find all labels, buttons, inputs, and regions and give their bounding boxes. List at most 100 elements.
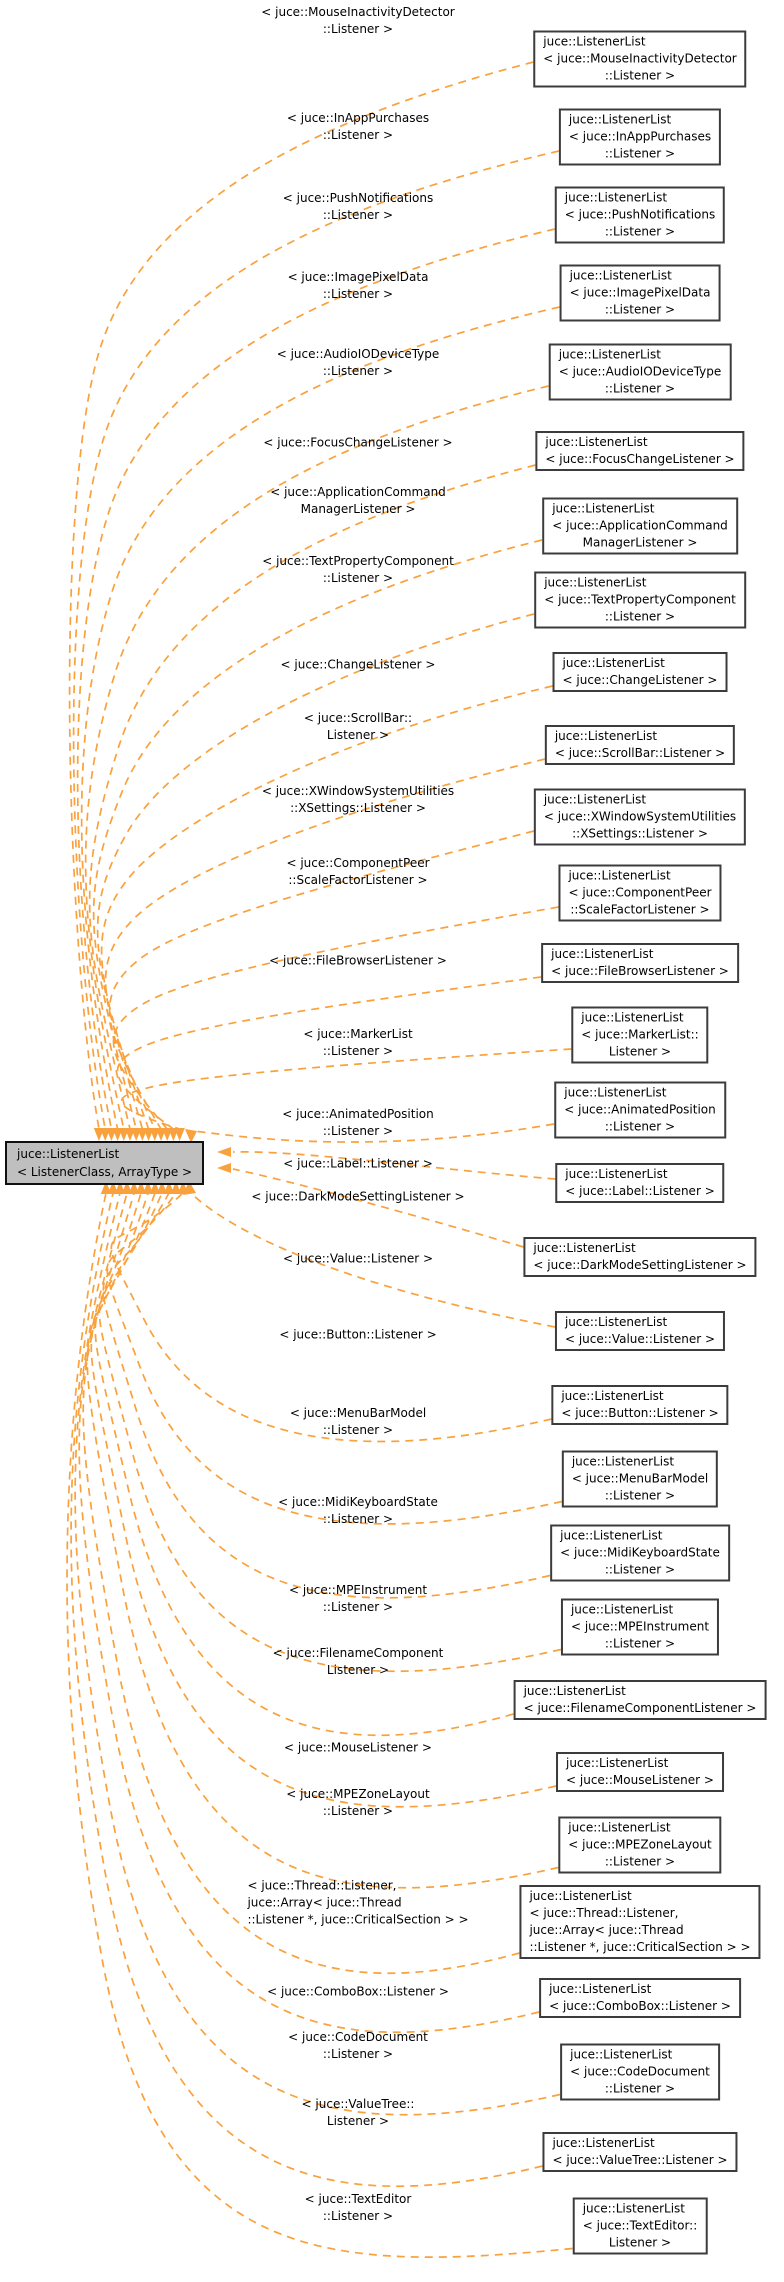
edge-template-args-label-line-1: < juce::ScrollBar:: bbox=[303, 711, 413, 725]
instantiation-node-line-2: < juce::AnimatedPosition bbox=[564, 1102, 716, 1117]
instantiation-node-line-1: juce::ListenerList bbox=[582, 2201, 685, 2216]
instantiation-node[interactable]: juce::ListenerList< juce::Thread::Listen… bbox=[519, 1885, 761, 1959]
edge-template-args-label-line-1: < juce::Thread::Listener, bbox=[247, 1878, 397, 1893]
template-relation-edge bbox=[74, 1192, 561, 2116]
instantiation-node[interactable]: juce::ListenerList< juce::MPEZoneLayout:… bbox=[558, 1816, 722, 1874]
instantiation-node-line-2: < juce::CodeDocument bbox=[570, 2064, 710, 2079]
instantiation-node[interactable]: juce::ListenerList< juce::Label::Listene… bbox=[555, 1163, 725, 1203]
template-relation-edge bbox=[78, 1192, 540, 2033]
instantiation-node-line-1: juce::ListenerList bbox=[549, 1982, 652, 1996]
instantiation-node-line-1: juce::ListenerList bbox=[568, 112, 672, 127]
instantiation-node-line-3: ::Listener > bbox=[604, 68, 676, 83]
instantiation-node[interactable]: juce::ListenerList< juce::MarkerList::Li… bbox=[571, 1006, 709, 1064]
instantiation-node[interactable]: juce::ListenerList< juce::MenuBarModel::… bbox=[561, 1450, 719, 1508]
instantiation-node[interactable]: juce::ListenerList< juce::Button::Listen… bbox=[551, 1385, 729, 1425]
edge-template-args-label: < juce::Label::Listener > bbox=[283, 1156, 432, 1173]
instantiation-node[interactable]: juce::ListenerList< juce::FileBrowserLis… bbox=[541, 943, 739, 983]
edge-template-args-label-line-1: < juce::InAppPurchases bbox=[286, 111, 430, 125]
edge-template-args-label: < juce::CodeDocument::Listener > bbox=[288, 2029, 428, 2063]
edge-template-args-label-line-1: < juce::FileBrowserListener > bbox=[269, 953, 447, 968]
edge-template-args-label-line-2: ManagerListener > bbox=[300, 502, 416, 516]
instantiation-node-line-2: < juce::MouseInactivityDetector bbox=[543, 51, 737, 66]
instantiation-node[interactable]: juce::ListenerList< juce::FilenameCompon… bbox=[513, 1680, 767, 1720]
instantiation-node[interactable]: juce::ListenerList< juce::MouseListener … bbox=[556, 1752, 724, 1792]
instantiation-node-line-3: ::Listener > bbox=[604, 1636, 676, 1651]
instantiation-node[interactable]: juce::ListenerList< juce::ComponentPeer:… bbox=[558, 864, 722, 922]
instantiation-node[interactable]: juce::ListenerList< juce::MidiKeyboardSt… bbox=[550, 1524, 730, 1582]
edge-template-args-label-line-1: < juce::MouseInactivityDetector bbox=[261, 5, 455, 19]
center-node-line-2: < ListenerClass, ArrayType > bbox=[17, 1165, 193, 1179]
edge-template-args-label-line-1: < juce::MPEZoneLayout bbox=[286, 1787, 430, 1801]
instantiation-node[interactable]: juce::ListenerList< juce::MouseInactivit… bbox=[533, 30, 747, 88]
template-relation-edge bbox=[80, 306, 560, 1130]
instantiation-node-line-2: < juce::AudioIODeviceType bbox=[558, 364, 722, 379]
instantiation-node[interactable]: juce::ListenerList< juce::AudioIODeviceT… bbox=[548, 343, 732, 401]
instantiation-node[interactable]: juce::ListenerList< juce::FocusChangeLis… bbox=[535, 431, 745, 471]
edge-template-args-label-line-2: ::Listener > bbox=[322, 1124, 394, 1138]
edge-template-args-label-line-2: ::XSettings::Listener > bbox=[290, 801, 426, 815]
edge-template-args-label-line-1: < juce::MenuBarModel bbox=[289, 1406, 427, 1420]
instantiation-node-line-2: < juce::ChangeListener > bbox=[562, 673, 718, 687]
edge-template-args-label-line-1: < juce::FilenameComponent bbox=[272, 1646, 444, 1660]
instantiation-node-line-1: juce::ListenerList bbox=[552, 2136, 655, 2150]
instantiation-node[interactable]: juce::ListenerList< juce::ChangeListener… bbox=[552, 652, 728, 692]
template-relation-edge bbox=[94, 1192, 514, 1737]
edge-template-args-label-line-1: < juce::PushNotifications bbox=[282, 191, 434, 205]
edge-template-args-label: < juce::MPEInstrument::Listener > bbox=[289, 1582, 427, 1616]
edge-template-args-label-line-1: < juce::MouseListener > bbox=[284, 1740, 432, 1755]
edge-template-args-label-line-2: ::Listener > bbox=[322, 1044, 394, 1058]
instantiation-node-line-1: juce::ListenerList bbox=[543, 34, 646, 49]
edge-template-args-label-line-2: ::Listener > bbox=[322, 287, 394, 301]
instantiation-node[interactable]: juce::ListenerList< juce::ScrollBar::Lis… bbox=[544, 725, 736, 765]
instantiation-node[interactable]: juce::ListenerList< juce::TextPropertyCo… bbox=[534, 571, 746, 629]
instantiation-node[interactable]: juce::ListenerList< juce::PushNotificati… bbox=[554, 186, 726, 244]
instantiation-node-line-1: juce::ListenerList bbox=[565, 1167, 668, 1181]
instantiation-node-line-3: ::Listener > bbox=[604, 146, 676, 161]
instantiation-node-line-1: juce::ListenerList bbox=[552, 501, 655, 516]
edge-template-args-label: < juce::TextEditor::Listener > bbox=[305, 2191, 412, 2225]
instantiation-node[interactable]: juce::ListenerList< juce::TextEditor::Li… bbox=[572, 2197, 708, 2255]
edge-template-args-label-line-2: ::Listener > bbox=[322, 1512, 394, 1526]
edge-template-args-label: < juce::Thread::Listener,juce::Array< ju… bbox=[247, 1878, 468, 1929]
edge-template-args-label-line-2: ::Listener > bbox=[322, 208, 394, 222]
template-relation-edge bbox=[98, 1192, 562, 1673]
instantiation-node-line-1: juce::ListenerList bbox=[568, 1820, 671, 1835]
instantiation-node-line-3: ManagerListener > bbox=[582, 535, 698, 550]
instantiation-node[interactable]: juce::ListenerList< juce::XWindowSystemU… bbox=[533, 788, 747, 846]
edge-template-args-label-line-1: < juce::MPEInstrument bbox=[288, 1583, 428, 1597]
instantiation-node[interactable]: juce::ListenerList< juce::AnimatedPositi… bbox=[554, 1081, 726, 1139]
instantiation-node[interactable]: juce::ListenerList< juce::InAppPurchases… bbox=[558, 108, 722, 166]
edge-template-args-label-line-1: < juce::XWindowSystemUtilities bbox=[261, 784, 455, 798]
instantiation-node[interactable]: juce::ListenerList< juce::ValueTree::Lis… bbox=[542, 2132, 738, 2172]
edge-template-args-label: < juce::MouseListener > bbox=[284, 1740, 432, 1757]
edge-template-args-label-line-2: ::Listener > bbox=[322, 22, 394, 36]
edge-template-args-label: < juce::Value::Listener > bbox=[283, 1251, 433, 1268]
instantiation-node[interactable]: juce::ListenerList< juce::MPEInstrument:… bbox=[560, 1598, 720, 1656]
instantiation-node-line-3: ::Listener > bbox=[604, 381, 676, 396]
edge-template-args-label-line-1: < juce::ComponentPeer bbox=[286, 856, 430, 870]
instantiation-node[interactable]: juce::ListenerList< juce::DarkModeSettin… bbox=[523, 1237, 757, 1277]
edge-template-args-label: < juce::InAppPurchases::Listener > bbox=[287, 110, 429, 144]
edge-template-args-label: < juce::MouseInactivityDetector::Listene… bbox=[261, 4, 454, 38]
arrowhead-icon bbox=[185, 1129, 197, 1143]
edge-template-args-label: < juce::MPEZoneLayout::Listener > bbox=[286, 1786, 429, 1820]
template-relation-edge bbox=[112, 906, 559, 1130]
instantiation-node[interactable]: juce::ListenerList< juce::CodeDocument::… bbox=[560, 2043, 720, 2101]
instantiation-node[interactable]: juce::ListenerList< juce::ImagePixelData… bbox=[559, 264, 721, 322]
instantiation-node[interactable]: juce::ListenerList< juce::Value::Listene… bbox=[554, 1311, 726, 1351]
instantiation-node[interactable]: juce::ListenerList< juce::ComboBox::List… bbox=[539, 1978, 741, 2018]
instantiation-node-line-2: < juce::MidiKeyboardState bbox=[560, 1545, 720, 1560]
instantiation-node-line-3: ::XSettings::Listener > bbox=[572, 826, 708, 841]
edge-template-args-label-line-2: ::Listener > bbox=[322, 1423, 394, 1437]
center-node-listenerlist: juce::ListenerList < ListenerClass, Arra… bbox=[5, 1141, 205, 1185]
edge-template-args-label: < juce::XWindowSystemUtilities::XSetting… bbox=[262, 783, 454, 817]
edge-template-args-label: < juce::TextPropertyComponent::Listener … bbox=[262, 553, 454, 587]
instantiation-node[interactable]: juce::ListenerList< juce::ApplicationCom… bbox=[542, 497, 738, 555]
edge-template-args-label-line-1: < juce::ImagePixelData bbox=[287, 270, 429, 284]
template-relation-edge bbox=[120, 1048, 572, 1130]
instantiation-node-line-2: < juce::FilenameComponentListener > bbox=[523, 1701, 757, 1715]
instantiation-node-line-2: < juce::ImagePixelData bbox=[569, 285, 711, 300]
instantiation-node-line-1: juce::ListenerList bbox=[554, 729, 658, 743]
